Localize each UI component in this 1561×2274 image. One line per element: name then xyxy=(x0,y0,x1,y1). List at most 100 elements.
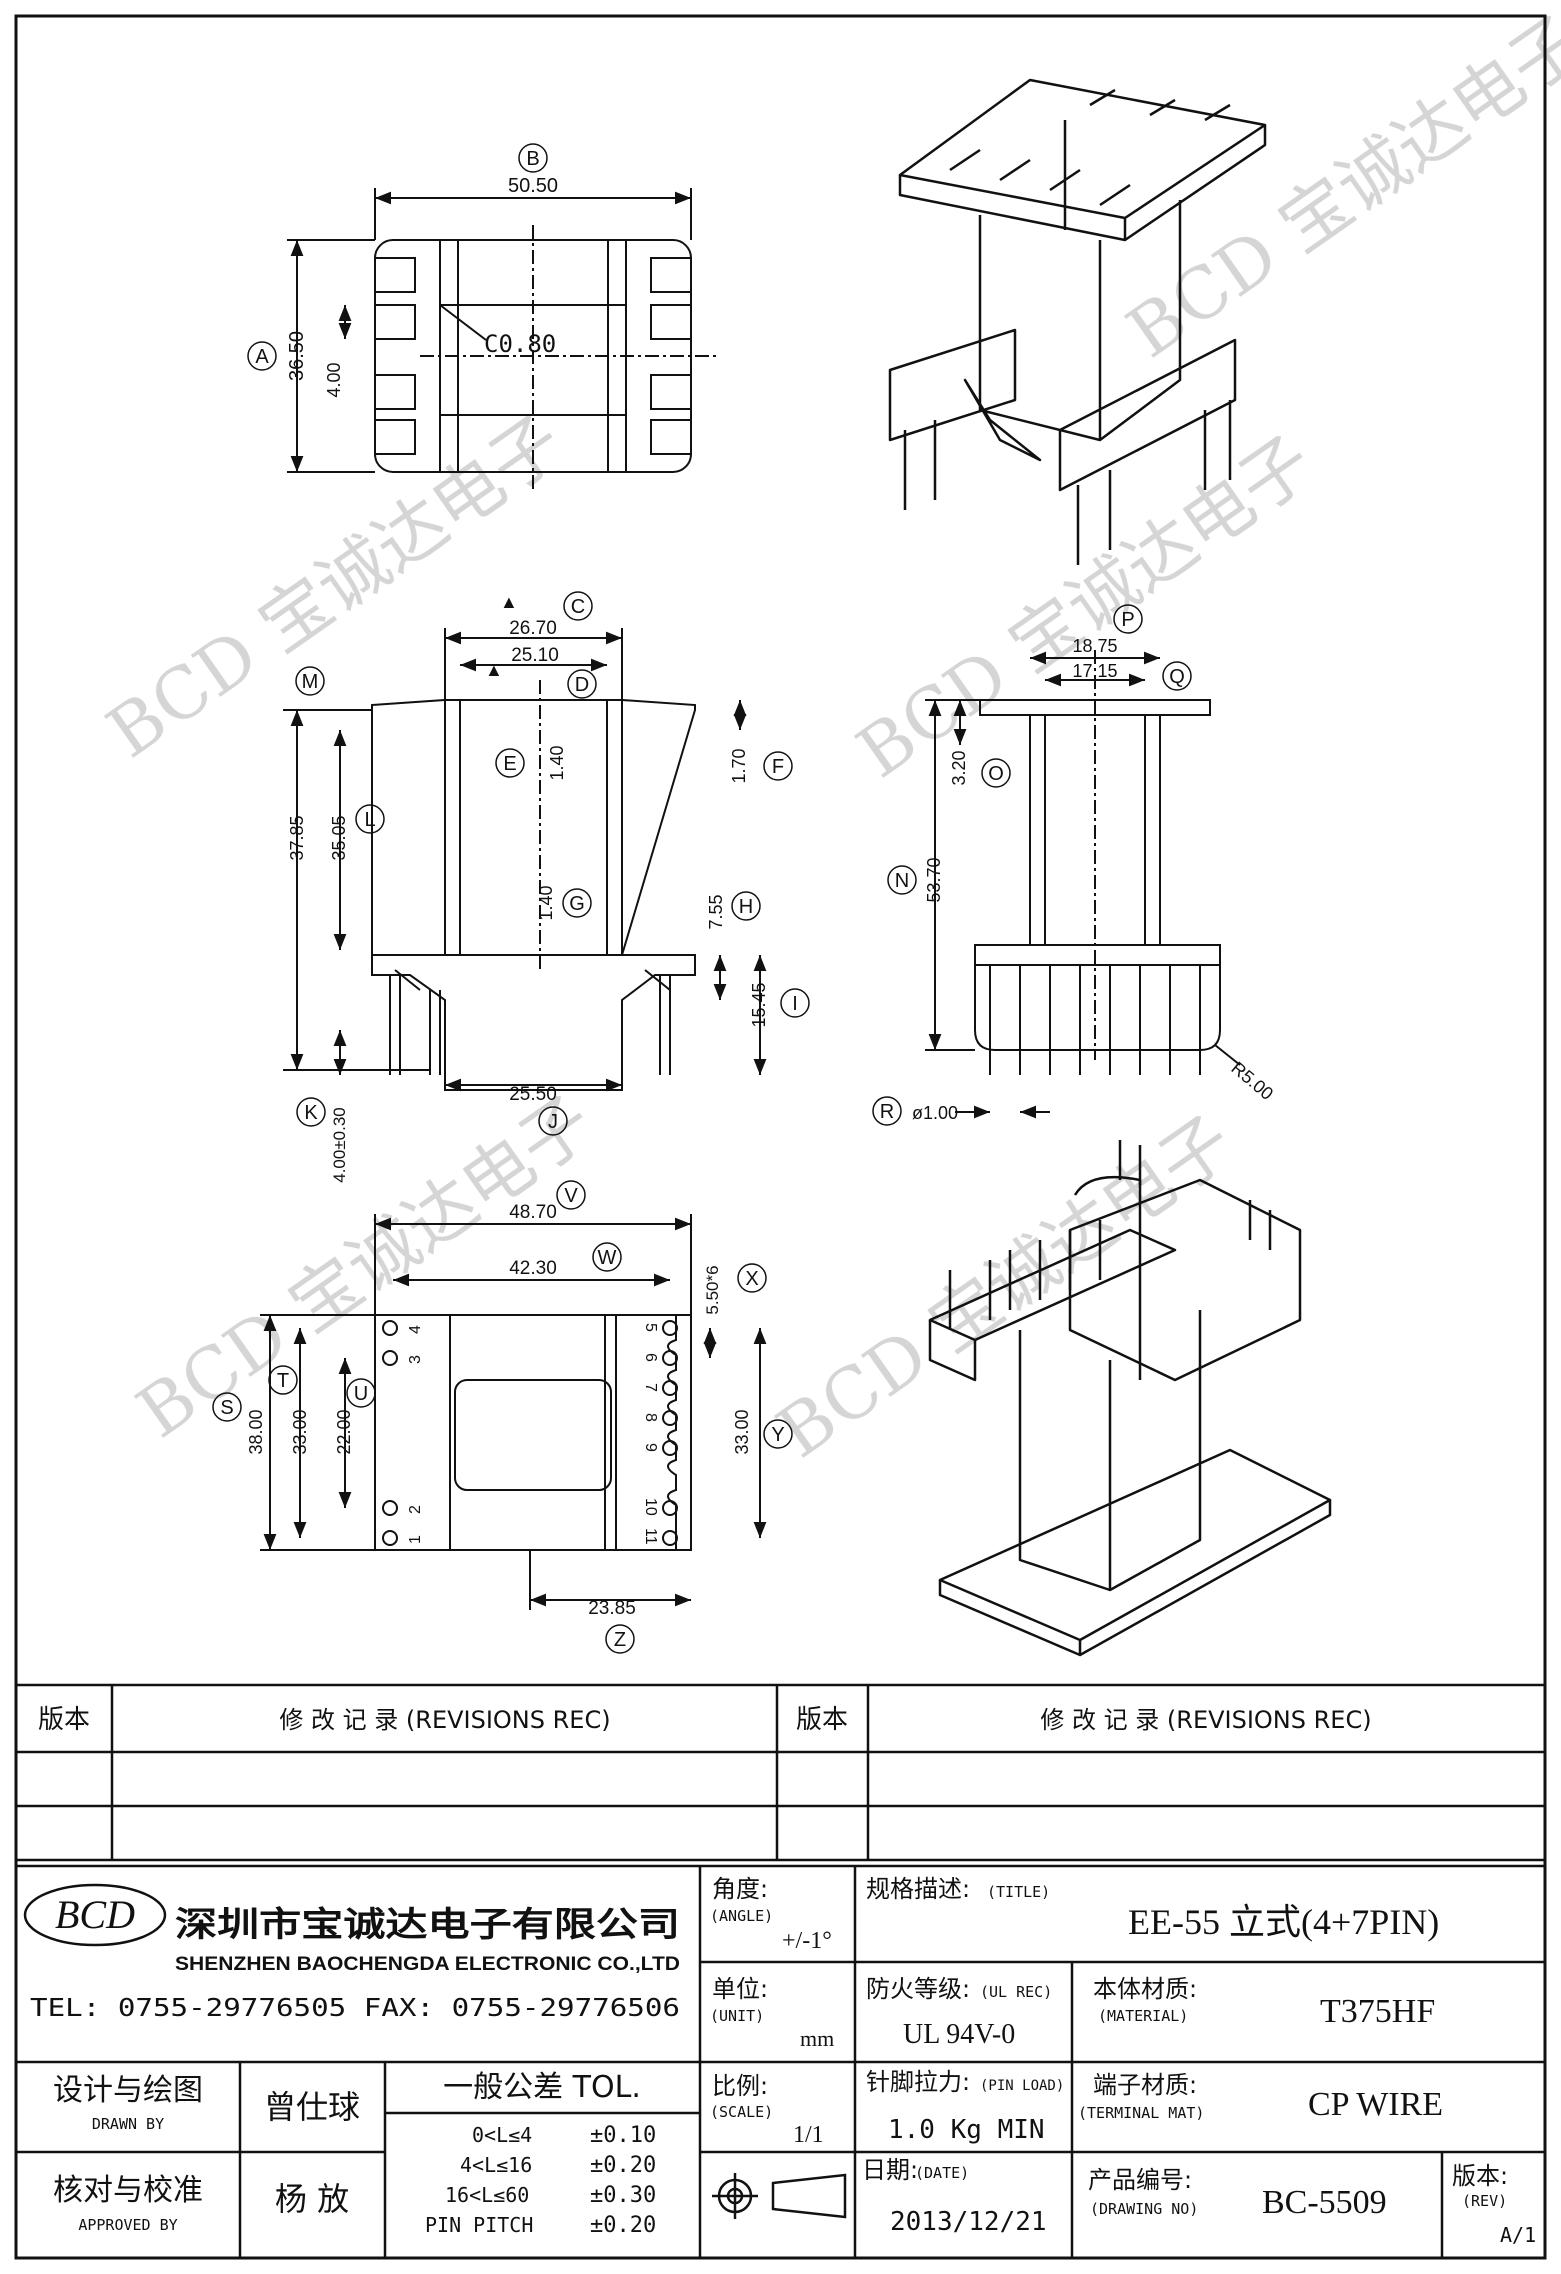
approver-value: 杨 放 xyxy=(275,2180,349,2218)
dim-42-30: 42.30 xyxy=(509,1258,557,1279)
rev-rec-left: 修 改 记 录 (REVISIONS REC) xyxy=(279,1706,610,1734)
dim-26-70: 26.70 xyxy=(509,618,557,639)
chamfer-c0-80: C0.80 xyxy=(484,330,556,358)
title-value: EE-55 立式(4+7PIN) xyxy=(1128,1902,1439,1942)
dim-48-70: 48.70 xyxy=(509,1202,557,1223)
pin-9: 9 xyxy=(642,1443,659,1452)
pinload-label: 针脚拉力: xyxy=(866,2068,970,2096)
label-t: T xyxy=(277,1370,289,1392)
pin-3: 3 xyxy=(407,1355,424,1364)
tol-range-1: 0<L≤4 xyxy=(472,2123,532,2147)
title-block-grid xyxy=(16,1866,1545,2258)
scale-en: (SCALE) xyxy=(710,2103,773,2121)
label-b: B xyxy=(526,148,539,170)
ul-value: UL 94V-0 xyxy=(903,2019,1015,2050)
iso-view-top xyxy=(888,78,1267,565)
pin-1: 1 xyxy=(407,1535,424,1544)
dim-25-50: 25.50 xyxy=(509,1084,557,1105)
angle-en: (ANGLE) xyxy=(710,1907,773,1925)
label-a: A xyxy=(255,346,269,368)
label-p: P xyxy=(1121,609,1134,631)
pin-11: 11 xyxy=(642,1528,659,1545)
ul-en: (UL REC) xyxy=(980,1983,1052,2001)
title-label: 规格描述: xyxy=(866,1875,970,1903)
company-name-en: SHENZHEN BAOCHENGDA ELECTRONIC CO.,LTD xyxy=(175,1954,680,1975)
pin-6: 6 xyxy=(642,1353,659,1362)
scale-label: 比例: xyxy=(712,2072,768,2100)
rev-label: 版本: xyxy=(1452,2162,1508,2190)
dim-33-00-left: 33.00 xyxy=(290,1409,310,1454)
projection-symbol xyxy=(712,2173,847,2219)
dim-37-85: 37.85 xyxy=(287,815,307,860)
title-en: (TITLE) xyxy=(987,1883,1050,1901)
dim-38-00: 38.00 xyxy=(246,1409,266,1454)
dim-53-70: 53.70 xyxy=(924,857,944,902)
label-w: W xyxy=(598,1247,617,1269)
approver-label: 核对与校准 xyxy=(53,2173,203,2208)
label-n: N xyxy=(895,870,909,892)
dim-4-00-tol: 4.00±0.30 xyxy=(330,1107,349,1183)
tol-range-2: 4<L≤16 xyxy=(460,2153,532,2177)
label-r: R xyxy=(880,1101,894,1123)
label-i: I xyxy=(792,993,798,1015)
label-h: H xyxy=(739,896,753,918)
tol-value-1: ±0.10 xyxy=(590,2123,656,2148)
revisions-table xyxy=(16,1683,1545,1868)
label-v: V xyxy=(564,1185,578,1207)
dim-1-40-g: 1.40 xyxy=(536,885,556,920)
pin-10: 10 xyxy=(642,1498,659,1516)
designer-value: 曾仕球 xyxy=(264,2088,360,2126)
watermark-text: BCD xyxy=(55,1892,135,1937)
designer-label: 设计与绘图 xyxy=(53,2073,203,2108)
date-value: 2013/12/21 xyxy=(890,2207,1047,2237)
label-f: F xyxy=(772,756,784,778)
date-label: 日期: xyxy=(862,2156,918,2184)
material-label: 本体材质: xyxy=(1093,1975,1197,2003)
label-c: C xyxy=(571,596,585,618)
dim-23-85: 23.85 xyxy=(588,1598,636,1619)
dim-22-00: 22.00 xyxy=(334,1409,354,1454)
label-u: U xyxy=(354,1383,368,1405)
label-j: J xyxy=(548,1111,558,1133)
pin-2: 2 xyxy=(407,1505,424,1514)
drawing-label: 产品编号: xyxy=(1088,2166,1192,2194)
ul-label: 防火等级: xyxy=(866,1975,970,2003)
pin-5: 5 xyxy=(642,1323,659,1332)
unit-label: 单位: xyxy=(712,1975,768,2003)
label-g: G xyxy=(569,893,585,915)
dim-35-05: 35.05 xyxy=(329,815,349,860)
tol-range-4: PIN PITCH xyxy=(425,2213,533,2237)
label-m: M xyxy=(302,671,319,693)
watermark: BCD 宝诚达电子 BCD 宝诚达电子 BCD 宝诚达电子 BCD 宝诚达电子 … xyxy=(93,0,1561,1474)
pin-8: 8 xyxy=(642,1413,659,1422)
front-view-labels: ▲ C 26.70 ▲ D 25.10 E 1.40 F 1.70 G 1.40… xyxy=(287,591,810,1183)
top-view xyxy=(287,188,720,490)
approver-en: APPROVED BY xyxy=(78,2216,177,2234)
top-view-labels: B 50.50 A 36.50 4.00 C0.80 xyxy=(247,143,558,398)
watermark-text: ▲ xyxy=(500,592,518,612)
angle-value: +/-1° xyxy=(782,1928,832,1954)
label-d: D xyxy=(575,674,589,696)
scale-value: 1/1 xyxy=(793,2122,824,2148)
front-view xyxy=(283,628,767,1092)
label-l: L xyxy=(364,809,375,831)
bottom-view-labels: V 48.70 W 42.30 X 5.50*6 S 38.00 T 33.00… xyxy=(212,1180,793,1654)
company-contact: TEL: 0755-29776505 FAX: 0755-29776506 xyxy=(30,1993,680,2022)
designer-en: DRAWN BY xyxy=(92,2115,164,2133)
label-o: O xyxy=(988,763,1004,785)
tol-value-4: ±0.20 xyxy=(590,2213,656,2238)
label-x: X xyxy=(745,1268,758,1290)
unit-en: (UNIT) xyxy=(710,2007,764,2025)
pinload-value: 1.0 Kg MIN xyxy=(888,2115,1045,2145)
terminal-label: 端子材质: xyxy=(1093,2071,1197,2099)
pinload-en: (PIN LOAD) xyxy=(980,2078,1064,2094)
label-y: Y xyxy=(771,1424,784,1446)
side-view-labels: P 18.75 Q 17.15 O 3.20 N 53.70 R ø1.00 R… xyxy=(872,604,1277,1126)
tol-range-3: 16<L≤60 xyxy=(445,2183,529,2207)
tol-value-3: ±0.30 xyxy=(590,2183,656,2208)
dim-1-70: 1.70 xyxy=(729,748,749,783)
tolerance-label: 一般公差 TOL. xyxy=(443,2070,641,2105)
company-logo: BCD xyxy=(23,1883,167,1947)
dim-r5-00: R5.00 xyxy=(1227,1058,1277,1104)
